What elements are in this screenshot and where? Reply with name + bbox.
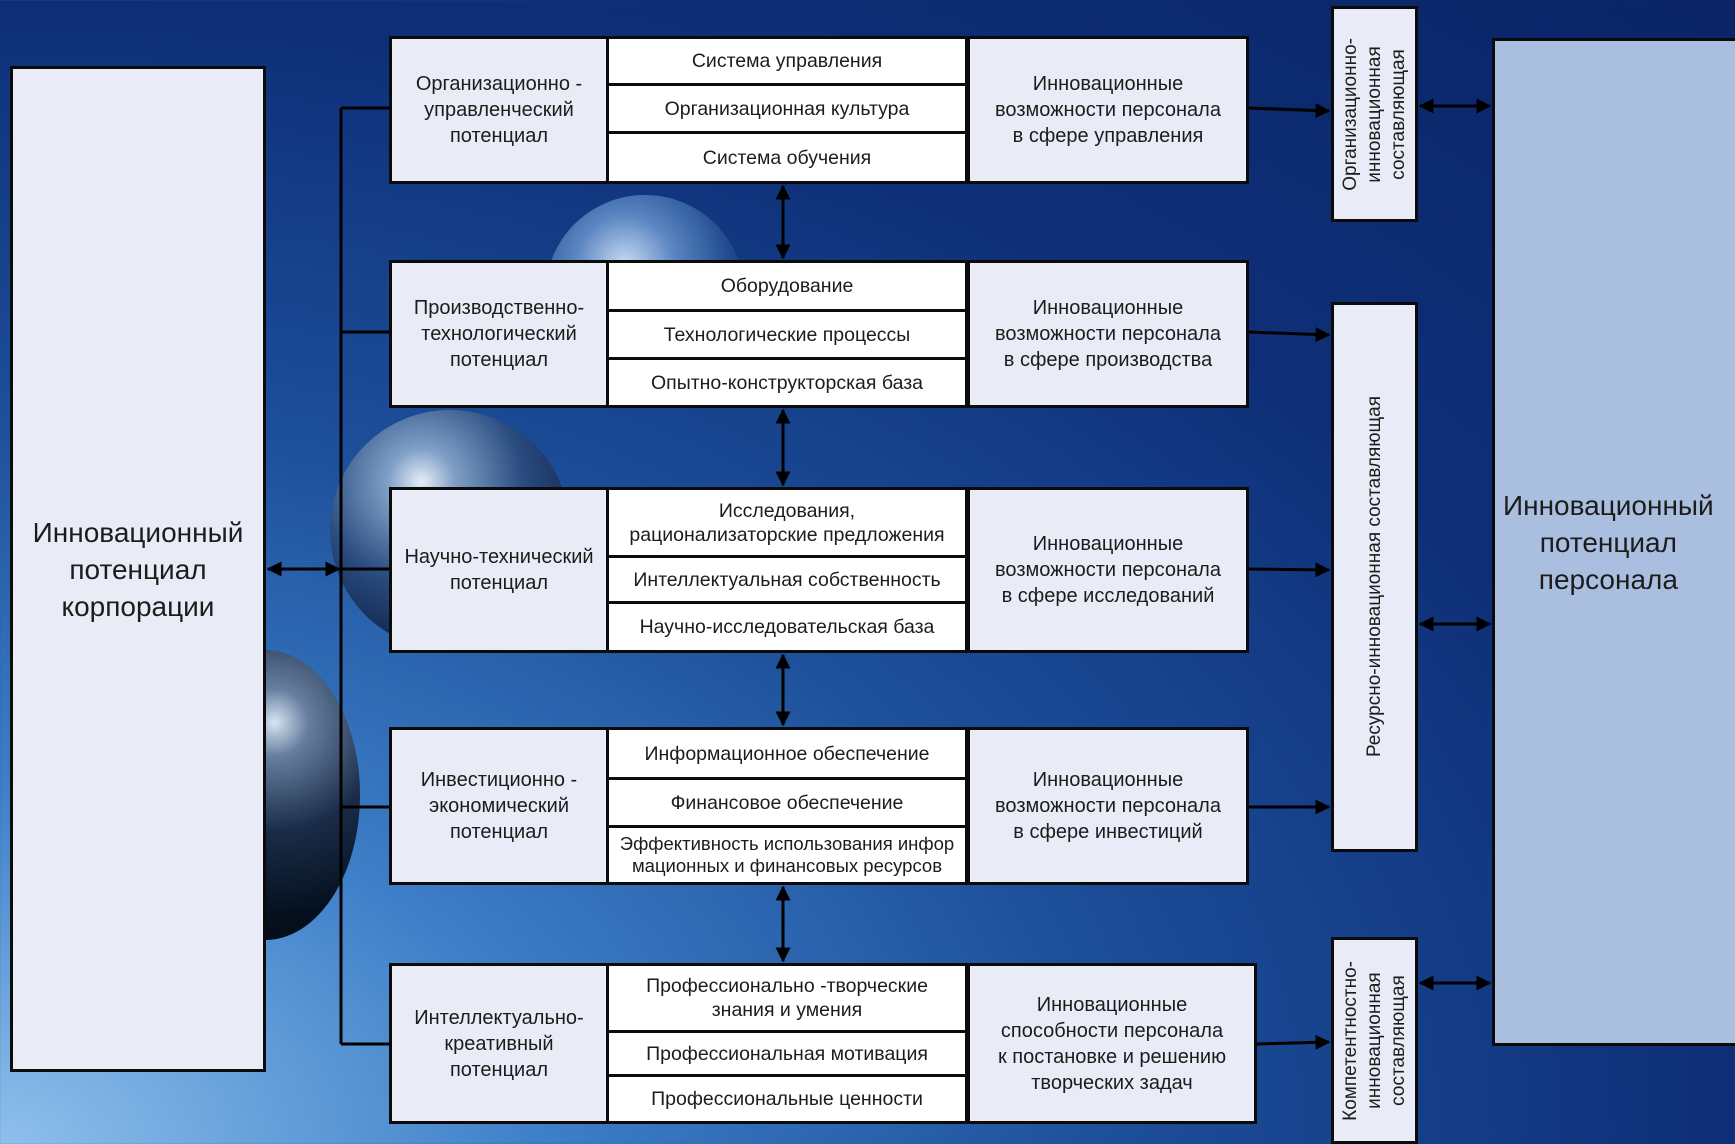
factor-cell: Профессиональные ценности [609,1077,965,1121]
factor-cell: Интеллектуальная собственность [609,558,965,601]
factors-column: Исследования, рационализаторские предлож… [606,487,968,653]
factor-cell: Научно-исследовательская база [609,604,965,650]
personnel-capability-box: Инновационные возможности персонала в сф… [967,727,1249,885]
factor-cell: Эффективность использования инфор мацион… [609,828,965,882]
factors-column: Оборудование Технологические процессы Оп… [606,260,968,408]
factors-column: Профессионально -творческие знания и уме… [606,963,968,1124]
component-box-resource: Ресурсно-инновационная составляющая [1331,302,1418,852]
factors-column: Система управления Организационная культ… [606,36,968,184]
factor-cell: Организационная культура [609,86,965,131]
personnel-capability-box: Инновационные возможности персонала в сф… [967,36,1249,184]
factor-cell: Технологические процессы [609,312,965,357]
personnel-innovation-potential-box: Инновационный потенциал персонала [1492,38,1735,1046]
personnel-capability-box: Инновационные возможности персонала в сф… [967,260,1249,408]
corporate-innovation-potential-box: Инновационный потенциал корпорации [10,66,266,1072]
potential-label-box: Научно-технический потенциал [389,487,609,653]
factor-cell: Система обучения [609,134,965,181]
factor-cell: Оборудование [609,263,965,309]
factor-cell: Исследования, рационализаторские предлож… [609,490,965,555]
component-box-competence: Компетентностно- инновационная составляю… [1331,937,1418,1144]
potential-label-box: Интеллектуально- креативный потенциал [389,963,609,1124]
factor-cell: Профессиональная мотивация [609,1033,965,1074]
factor-cell: Информационное обеспечение [609,730,965,777]
personnel-capability-box: Инновационные возможности персонала в сф… [967,487,1249,653]
factors-column: Информационное обеспечение Финансовое об… [606,727,968,885]
factor-cell: Опытно-конструкторская база [609,360,965,405]
factor-cell: Система управления [609,39,965,83]
personnel-capability-box: Инновационные способности персонала к по… [967,963,1257,1124]
potential-label-box: Инвестиционно - экономический потенциал [389,727,609,885]
factor-cell: Профессионально -творческие знания и уме… [609,966,965,1030]
component-box-organizational: Организационно- инновационная составляющ… [1331,6,1418,222]
factor-cell: Финансовое обеспечение [609,780,965,825]
potential-label-box: Производственно- технологический потенци… [389,260,609,408]
